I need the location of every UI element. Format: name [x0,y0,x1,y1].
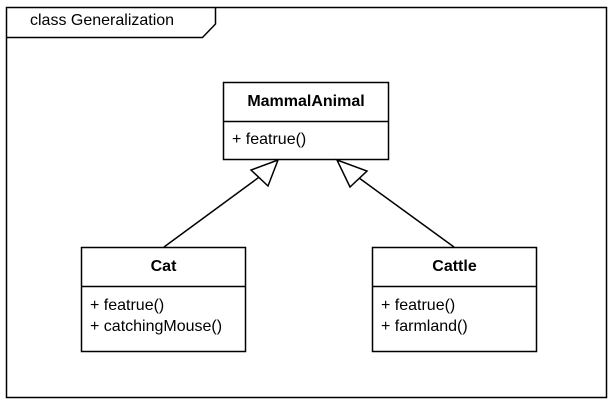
class-name-cattle: Cattle [432,258,477,275]
generalization-arrowhead-cat [249,158,280,188]
frame-title: class Generalization [30,12,175,29]
frame-name-tab [6,7,217,39]
class-operation: + catchingMouse() [90,318,223,335]
class-operation: + featrue() [232,131,307,148]
class-name-cat: Cat [150,258,177,275]
generalization-arrowhead-cattle [335,158,369,189]
diagram-frame [5,6,608,399]
class-name-mammalanimal: MammalAnimal [247,93,365,110]
class-operation: + featrue() [381,297,456,314]
class-operation: + farmland() [381,318,468,335]
generalization-line-cattle[interactable] [354,174,455,248]
class-operation: + featrue() [90,297,165,314]
class-box-cattle[interactable] [371,246,538,353]
class-box-cat[interactable] [80,246,247,353]
generalization-line-cat[interactable] [163,174,263,248]
